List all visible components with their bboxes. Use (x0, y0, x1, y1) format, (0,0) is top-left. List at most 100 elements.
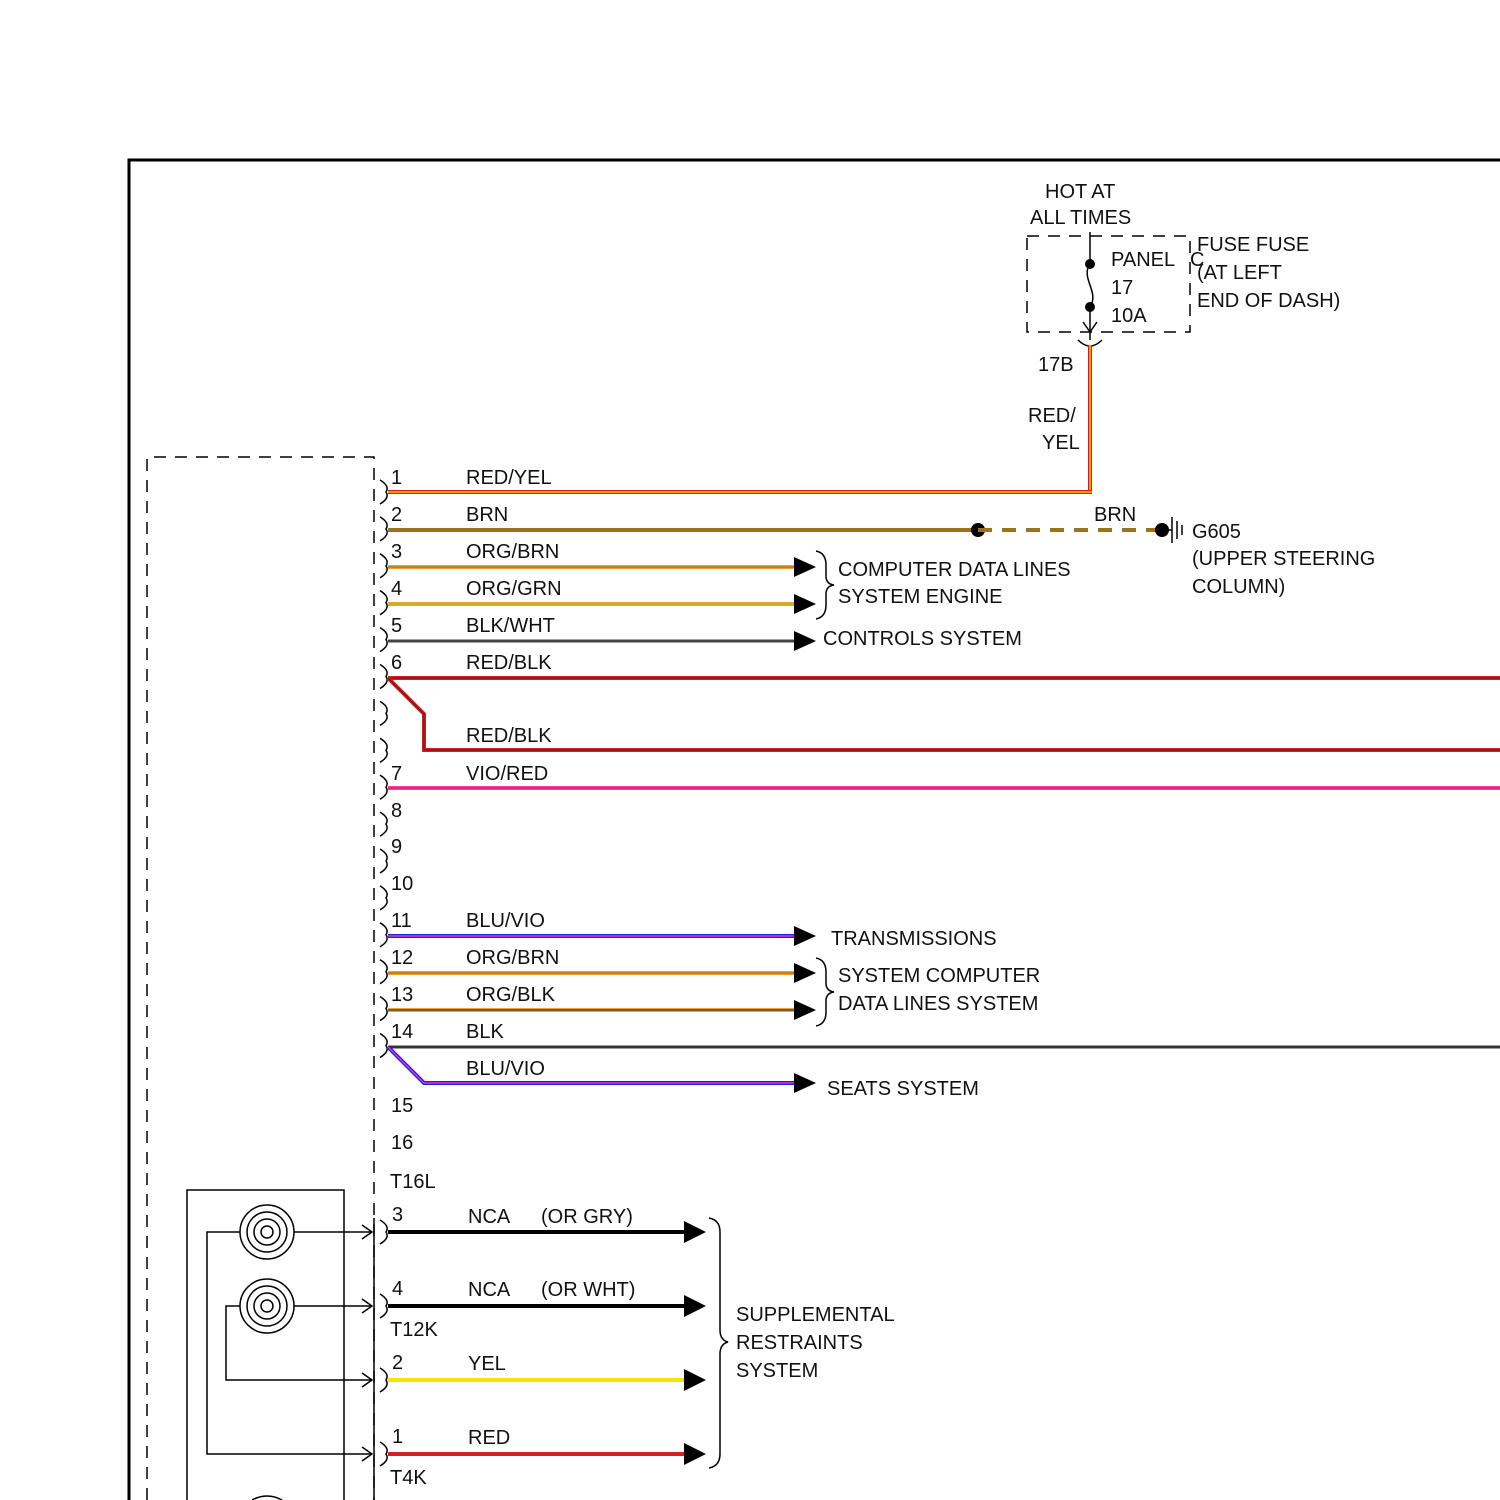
fuse-location-line3: END OF DASH) (1197, 290, 1340, 312)
wire-color-label: BLK (466, 1021, 504, 1043)
destination-label: RESTRAINTS (736, 1332, 863, 1354)
pin-label: 8 (391, 800, 402, 822)
feed-wire-color-line1: RED/ (1028, 405, 1076, 427)
connector-cavity-icon (380, 628, 387, 652)
wire-color-label: BLK/WHT (466, 615, 555, 637)
ground-location-line2: COLUMN) (1192, 576, 1285, 598)
connector-cavity-icon (380, 591, 387, 615)
connector-t16l (380, 480, 387, 1058)
wire-t4k-pin1-arrow (684, 1443, 706, 1465)
connector-cavity-icon (380, 775, 387, 799)
pin-label: 1 (392, 1426, 403, 1448)
pin-label: 6 (391, 652, 402, 674)
brace-icon (816, 958, 834, 1026)
pin-label: 9 (391, 836, 402, 858)
wire-color-label: RED/BLK (466, 652, 552, 674)
connector-name: T16L (390, 1171, 436, 1193)
destination-label: COMPUTER DATA LINES (838, 559, 1071, 581)
connector-cavity-icon (380, 997, 387, 1021)
ground-symbol-icon (1162, 517, 1182, 543)
wire-t12k-pin3-arrow (684, 1221, 706, 1243)
wire-color-label: VIO/RED (466, 763, 548, 785)
wire-pin11-arrow (794, 926, 816, 946)
brace-icon (709, 1218, 728, 1468)
pin-label: 3 (392, 1204, 403, 1226)
connector-srs-glyphs (380, 1220, 387, 1466)
pin-label: 15 (391, 1095, 413, 1117)
wire-color-label: RED (468, 1427, 510, 1449)
wire-pin6-branch-outer (388, 678, 1500, 750)
ground-location-line1: (UPPER STEERING (1192, 548, 1375, 570)
fuse-panel-label: PANEL (1111, 249, 1175, 271)
wire-color-label: BLU/VIO (466, 1058, 545, 1080)
connector-cavity-icon (380, 923, 387, 947)
destination-label: TRANSMISSIONS (831, 928, 997, 950)
connector-name: T12K (390, 1319, 438, 1341)
wire-color-label: YEL (468, 1353, 506, 1375)
pin-label: 1 (391, 467, 402, 489)
internal-lead (207, 1232, 372, 1454)
pin-label: 4 (391, 578, 402, 600)
fuse-location-line2: (AT LEFT (1197, 262, 1282, 284)
fuse-location-line1: FUSE FUSE (1197, 234, 1309, 256)
ground-wire-color: BRN (1094, 504, 1136, 526)
all-times-label: ALL TIMES (1030, 207, 1131, 229)
pin-label: 4 (392, 1278, 403, 1300)
wire-color-label: RED/YEL (466, 467, 552, 489)
hot-at-label: HOT AT (1045, 181, 1115, 203)
connector-cavity-icon (380, 1034, 387, 1058)
fuse-number: 17 (1111, 277, 1133, 299)
wire-t4k-pin2-arrow (684, 1369, 706, 1391)
connector-cavity-icon (380, 812, 387, 836)
wire-pin14-branch-arrow (794, 1073, 816, 1093)
connector-cavity-icon (380, 738, 387, 762)
wire-color-label: NCA (468, 1279, 511, 1301)
wire-color-label: BRN (466, 504, 508, 526)
ground-name: G605 (1192, 521, 1241, 543)
wire-color-label: ORG/BRN (466, 541, 559, 563)
destination-label: SYSTEM ENGINE (838, 586, 1002, 608)
clock-spring-coil-icon (240, 1205, 294, 1259)
wire-alt-color-label: (OR GRY) (541, 1206, 633, 1228)
pin-label: 12 (391, 947, 413, 969)
clock-spring-partial-coil-icon (252, 1496, 282, 1500)
pin-label: 10 (391, 873, 413, 895)
wire-color-label: RED/BLK (466, 725, 552, 747)
pin-label: 14 (391, 1021, 413, 1043)
connector-name: T4K (390, 1467, 427, 1489)
connector-cavity-icon (380, 886, 387, 910)
destination-label: SEATS SYSTEM (827, 1078, 979, 1100)
wire-color-label: NCA (468, 1206, 511, 1228)
pin-label: 11 (391, 910, 412, 932)
connector-cavity-icon (380, 960, 387, 984)
wire-pin4-arrow (794, 594, 816, 614)
pin-label: 3 (391, 541, 402, 563)
wire-pin13-arrow (794, 1000, 816, 1020)
connector-cavity-icon (380, 554, 387, 578)
feed-wire-color-line2: YEL (1042, 432, 1080, 454)
internal-lead (226, 1306, 372, 1380)
clock-spring-coil-icon (240, 1279, 294, 1333)
wire-pin14-branch-inner (388, 1047, 796, 1083)
connector-cavity-icon (380, 480, 387, 504)
lead-arrowheads (362, 1225, 372, 1461)
diagram-frame (129, 160, 1500, 1500)
wire-pin14-branch-outer (388, 1047, 796, 1083)
wire-pin3-arrow (794, 557, 816, 577)
destination-label: SYSTEM (736, 1360, 818, 1382)
destination-label: SYSTEM COMPUTER (838, 965, 1040, 987)
wire-color-label: BLU/VIO (466, 910, 545, 932)
destination-label: SUPPLEMENTAL (736, 1304, 895, 1326)
wire-pin12-arrow (794, 963, 816, 983)
pin-label: 5 (391, 615, 402, 637)
wire-color-label: ORG/BLK (466, 984, 556, 1006)
pin-label: 7 (391, 763, 402, 785)
connector-cavity-icon (380, 517, 387, 541)
brace-icon (816, 551, 834, 619)
fuse-rating: 10A (1111, 305, 1147, 327)
wire-pin6-branch-inner (388, 678, 1500, 750)
pin-label: 13 (391, 984, 413, 1006)
destination-label: CONTROLS SYSTEM (823, 628, 1022, 650)
